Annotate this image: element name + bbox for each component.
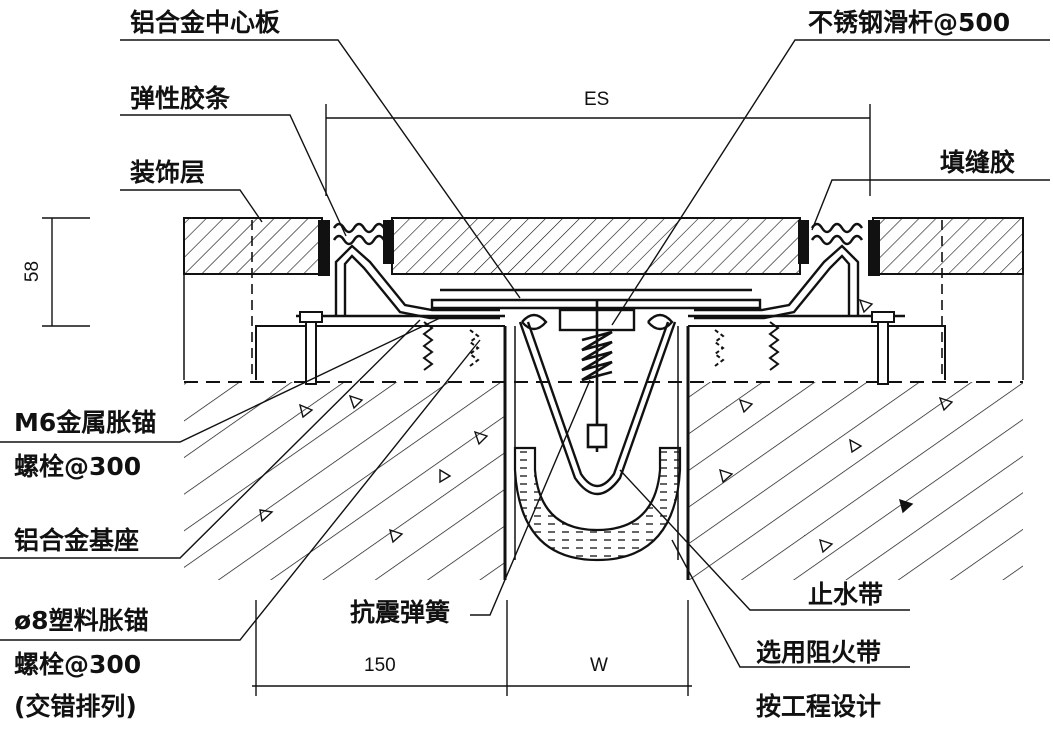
label-filler-glue: 填缝胶 bbox=[940, 148, 1016, 177]
label-aluminum-base: 铝合金基座 bbox=[14, 526, 140, 555]
concrete-slabs bbox=[184, 326, 1023, 580]
seismic-spring bbox=[581, 300, 613, 452]
waterstop bbox=[518, 321, 677, 496]
aggregate-marks bbox=[259, 298, 954, 554]
label-seismic-spring: 抗震弹簧 bbox=[350, 598, 451, 627]
label-waterstop: 止水带 bbox=[808, 580, 884, 609]
filler-glue bbox=[318, 220, 880, 276]
dimension-edge: 150 bbox=[364, 655, 396, 676]
dimension-thickness: 58 bbox=[22, 260, 44, 283]
dimension-lines bbox=[42, 104, 871, 696]
dimension-width: W bbox=[590, 655, 608, 676]
label-plastic-anchor-spacing: 螺栓@300 bbox=[14, 650, 142, 679]
finish-layer bbox=[183, 217, 1024, 275]
label-fire-belt-note: 按工程设计 bbox=[756, 692, 882, 721]
label-plastic-anchor-note: (交错排列) bbox=[14, 692, 137, 721]
anchor-bolts bbox=[299, 311, 895, 385]
fire-belt bbox=[513, 446, 682, 562]
dimension-es: ES bbox=[584, 89, 610, 110]
label-rubber-strip: 弹性胶条 bbox=[130, 84, 231, 113]
label-finish-layer: 装饰层 bbox=[130, 158, 206, 187]
label-m6-anchor: M6金属胀锚 bbox=[14, 408, 157, 437]
label-m6-anchor-spacing: 螺栓@300 bbox=[14, 452, 142, 481]
aluminum-base bbox=[296, 244, 905, 320]
label-center-plate: 铝合金中心板 bbox=[130, 8, 281, 37]
label-slide-bar: 不锈钢滑杆@500 bbox=[808, 8, 1011, 37]
leader-lines bbox=[0, 39, 1050, 668]
rubber-strips bbox=[332, 222, 864, 246]
label-fire-belt: 选用阻火带 bbox=[756, 638, 882, 667]
label-plastic-anchor: ø8塑料胀锚 bbox=[14, 606, 149, 635]
